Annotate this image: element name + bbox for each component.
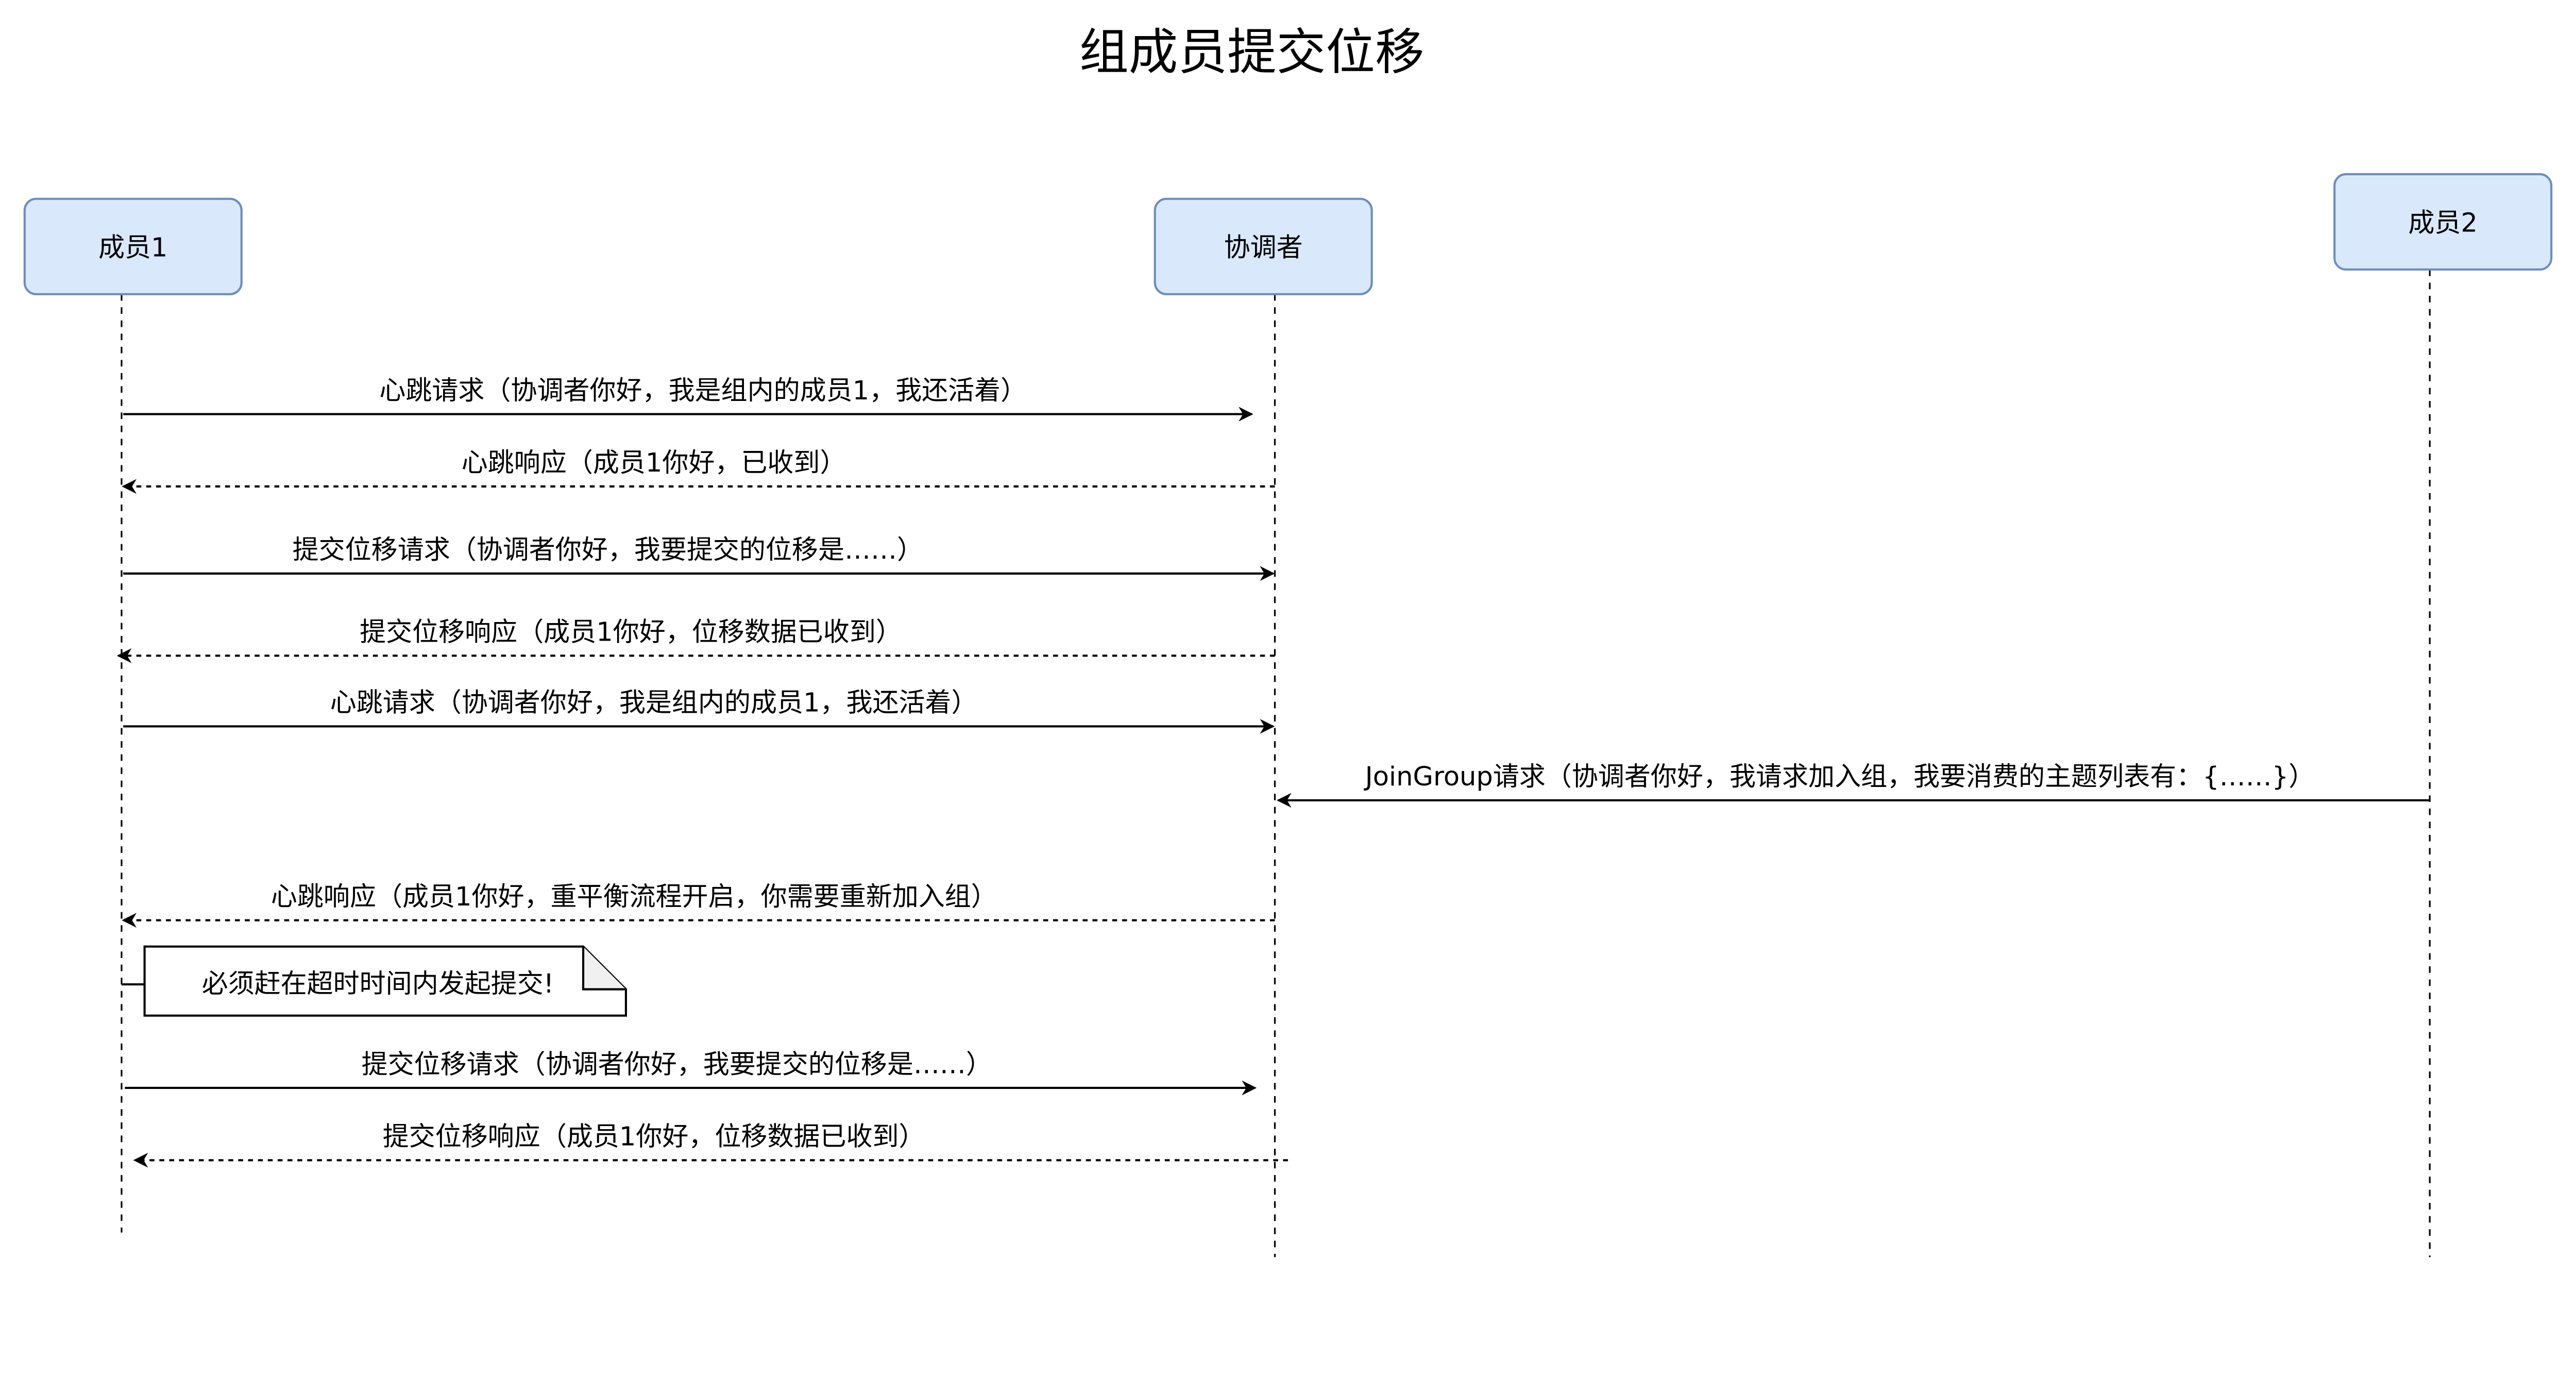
message-label: 心跳请求（协调者你好，我是组内的成员1，我还活着） [330,688,978,718]
message-label: 心跳请求（协调者你好，我是组内的成员1，我还活着） [379,376,1027,406]
message-label: 心跳响应（成员1你好，重平衡流程开启，你需要重新加入组） [271,882,997,912]
note-fold [582,946,626,991]
participant-m2: 成员2 [2333,173,2553,1257]
message-2: 心跳响应（成员1你好，已收到） [122,448,1275,494]
message-3: 提交位移请求（协调者你好，我要提交的位移是……） [123,535,1275,581]
message-label: JoinGroup请求（协调者你好，我请求加入组，我要消费的主题列表有：{……}… [1364,762,2315,792]
participant-label: 协调者 [1224,232,1303,263]
message-4: 提交位移响应（成员1你好，位移数据已收到） [116,617,1275,663]
note-layer: 必须赶在超时时间内发起提交! [121,945,627,1017]
message-1: 心跳请求（协调者你好，我是组内的成员1，我还活着） [123,376,1253,422]
participant-box [23,197,243,295]
note: 必须赶在超时时间内发起提交! [121,945,627,1017]
participant-label: 成员2 [2408,208,2478,239]
participant-co: 协调者 [1154,197,1373,1257]
message-label: 提交位移响应（成员1你好，位移数据已收到） [383,1122,925,1152]
message-label: 提交位移请求（协调者你好，我要提交的位移是……） [293,535,923,565]
diagram-title: 组成员提交位移 [1079,23,1425,81]
participant-label: 成员1 [98,232,168,263]
note-label: 必须赶在超时时间内发起提交! [202,969,554,999]
message-6: JoinGroup请求（协调者你好，我请求加入组，我要消费的主题列表有：{……}… [1276,762,2430,808]
participant-box [2333,173,2553,271]
messages: 心跳请求（协调者你好，我是组内的成员1，我还活着） 心跳响应（成员1你好，已收到）… [116,376,2430,1168]
message-label: 心跳响应（成员1你好，已收到） [462,448,846,478]
sequence-diagram: 组成员提交位移 成员1 协调者 成员2 心跳请求（协调者你好，我是组内的成员1，我还… [23,23,2553,1257]
participant-m1: 成员1 [23,197,243,1233]
participant-box [1154,197,1373,295]
message-label: 提交位移请求（协调者你好，我要提交的位移是……） [362,1049,992,1080]
message-7: 心跳响应（成员1你好，重平衡流程开启，你需要重新加入组） [122,882,1275,928]
message-label: 提交位移响应（成员1你好，位移数据已收到） [360,617,902,648]
message-8: 提交位移请求（协调者你好，我要提交的位移是……） [125,1049,1257,1096]
note-box [143,945,627,1017]
message-5: 心跳请求（协调者你好，我是组内的成员1，我还活着） [123,688,1275,734]
message-9: 提交位移响应（成员1你好，位移数据已收到） [133,1122,1288,1168]
lifelines: 成员1 协调者 成员2 [23,173,2553,1257]
